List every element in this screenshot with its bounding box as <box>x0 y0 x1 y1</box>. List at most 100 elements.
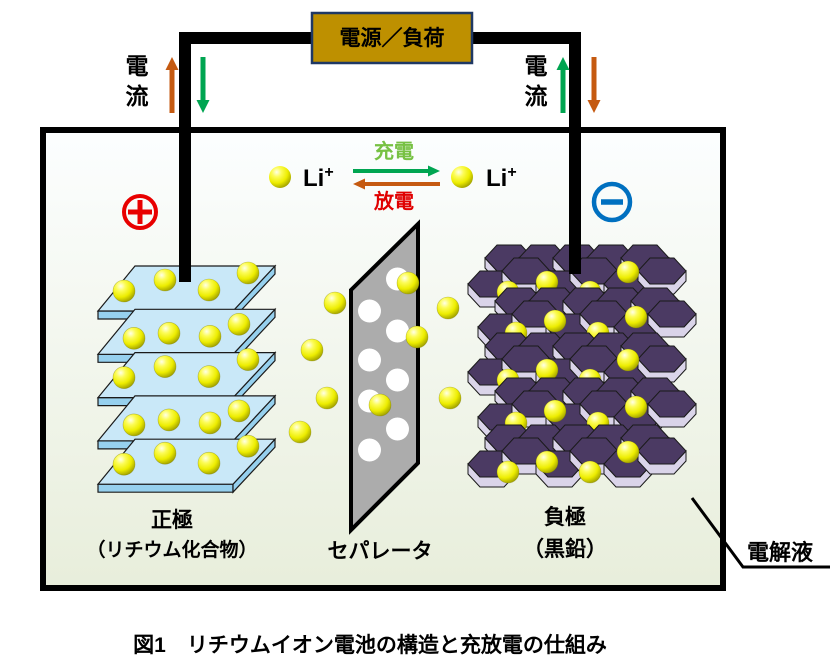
li-ion-sphere <box>269 166 291 188</box>
separator-label: セパレータ <box>328 540 433 563</box>
figure-caption: 図1 リチウムイオン電池の構造と充放電の仕組み <box>133 633 607 657</box>
li-ion-sphere <box>112 452 136 476</box>
li-ion-sphere <box>236 261 260 285</box>
li-ion-sphere <box>624 305 648 329</box>
li-ion-sphere <box>578 460 602 484</box>
separator-hole <box>386 319 409 343</box>
cathode-sublabel: （リチウム化合物） <box>86 538 257 561</box>
li-ion-sphere <box>616 440 640 464</box>
arrow-head <box>587 100 601 113</box>
li-ion-sphere <box>197 451 221 475</box>
li-ion-sphere <box>535 450 559 474</box>
arrow-head <box>556 57 570 70</box>
separator-hole <box>386 368 409 392</box>
charge-label: 充電 <box>374 139 414 163</box>
li-ion-sphere <box>616 260 640 284</box>
anode-sublabel: （黒鉛） <box>523 537 607 561</box>
li-ion-sphere <box>157 321 181 345</box>
li-ion-sphere <box>436 296 460 320</box>
li-ion-label-right: Li+ <box>486 164 517 192</box>
anode-layers <box>467 244 697 488</box>
li-ion-sphere <box>227 312 251 336</box>
current-label-right: 電流 <box>525 53 548 109</box>
li-ion-sphere <box>122 413 146 437</box>
graphite-hex-top <box>637 345 687 373</box>
component-labels: 正極 （リチウム化合物） セパレータ 負極 （黒鉛） 電解液 <box>86 497 830 569</box>
li-ion-sphere <box>405 325 429 349</box>
minus-terminal-icon <box>591 181 633 223</box>
anode-layer <box>467 424 687 488</box>
li-ion-sphere <box>227 399 251 423</box>
li-ion-sphere <box>197 278 221 302</box>
li-ion-sphere <box>451 166 473 188</box>
graphite-hex-top <box>647 300 697 328</box>
li-ion-label-left: Li+ <box>303 164 334 192</box>
separator-hole <box>358 438 381 462</box>
li-ion-sphere <box>616 348 640 372</box>
li-text: Li <box>486 165 507 192</box>
anode-label: 負極 <box>544 505 586 529</box>
li-text: Li <box>303 165 324 192</box>
current-arrows <box>165 57 601 113</box>
li-ion-sphere <box>197 365 221 388</box>
graphite-hex-top <box>647 390 697 418</box>
separator <box>349 219 420 535</box>
arrow-head <box>196 100 210 113</box>
li-ion-sphere <box>112 279 136 303</box>
li-ion-sphere <box>198 324 222 348</box>
ion-migration-legend: Li+ Li+ 充電 放電 <box>269 139 517 213</box>
li-ion-sphere <box>153 268 177 292</box>
current-char: 電 <box>525 53 548 79</box>
electrolyte-leader-line <box>690 497 830 569</box>
left-wire <box>179 32 191 282</box>
li-ion-sphere <box>153 355 177 378</box>
anode-layer <box>467 332 687 396</box>
li-ion-sphere <box>236 348 260 371</box>
plus-terminal-icon <box>122 194 158 230</box>
right-charge-current-arrow <box>556 57 570 113</box>
current-char: 電 <box>126 53 149 79</box>
cathode-layers <box>96 261 277 494</box>
charge-discharge-arrows <box>353 165 440 190</box>
arrow-head <box>428 165 440 177</box>
plate-front-edge <box>97 483 234 493</box>
left-charge-current-arrow <box>196 57 210 113</box>
li-ion-sphere <box>153 441 177 465</box>
right-discharge-current-arrow <box>587 57 601 113</box>
cathode-plate <box>96 348 277 408</box>
arrow-head <box>353 178 365 190</box>
current-char: 流 <box>525 83 548 109</box>
li-ion-sphere <box>543 309 567 333</box>
li-ion-sphere <box>396 271 420 295</box>
li-ion-sphere <box>112 366 136 389</box>
arrow-head <box>165 57 179 70</box>
current-char: 流 <box>126 83 149 109</box>
separator-hole <box>358 348 381 372</box>
left-discharge-current-arrow <box>165 57 179 113</box>
li-ion-sphere <box>438 386 462 410</box>
graphite-hex-top <box>637 257 687 285</box>
li-ion-sphere <box>624 395 648 419</box>
cathode-label: 正極 <box>151 508 193 532</box>
li-charge-superscript: + <box>507 164 516 181</box>
electrolyte-label: 電解液 <box>747 540 813 565</box>
charge-direction-arrow <box>353 165 440 177</box>
power-load-label: 電源／負荷 <box>340 26 445 50</box>
power-load-box: 電源／負荷 <box>310 11 474 65</box>
li-ion-sphere <box>198 411 222 435</box>
li-ion-sphere <box>288 420 312 444</box>
li-ion-sphere <box>300 338 324 362</box>
li-ion-sphere <box>157 408 181 432</box>
li-ion-sphere <box>543 399 567 423</box>
separator-hole <box>386 417 409 441</box>
cathode-plate <box>96 434 277 494</box>
discharge-direction-arrow <box>353 178 440 190</box>
li-ion-sphere <box>323 291 347 315</box>
li-charge-superscript: + <box>324 164 333 181</box>
li-ion-sphere <box>122 326 146 350</box>
graphite-hex-top <box>637 437 687 465</box>
right-wire <box>569 32 581 274</box>
